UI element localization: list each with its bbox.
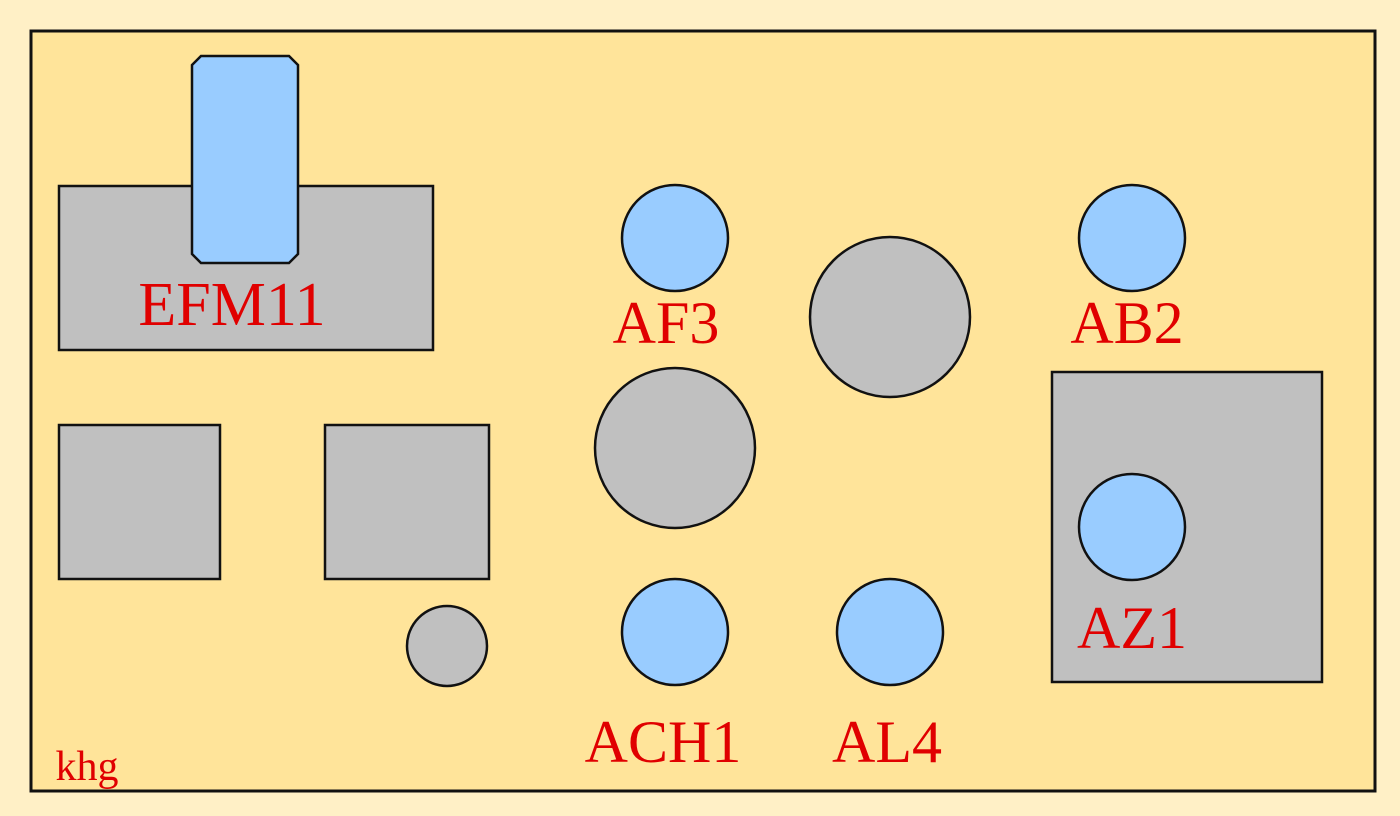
ab2-tube: [1077, 183, 1187, 293]
component-square-left: [57, 423, 222, 581]
az1-tube: [1077, 472, 1187, 582]
efm11-label: EFM11: [138, 271, 325, 339]
az1-label: AZ1: [1077, 595, 1187, 661]
ach1-label: ACH1: [585, 709, 742, 775]
large-socket-lower: [593, 366, 757, 530]
signature: khg: [56, 744, 119, 790]
al4-tube: [835, 577, 945, 687]
af3-tube: [620, 183, 730, 293]
ach1-tube: [620, 577, 730, 687]
small-socket: [405, 604, 489, 688]
af3-label: AF3: [613, 290, 720, 356]
component-square-right: [323, 423, 491, 581]
large-socket-upper: [808, 235, 972, 399]
efm11-tube: [190, 54, 300, 265]
ab2-label: AB2: [1070, 290, 1183, 356]
al4-label: AL4: [832, 709, 942, 775]
